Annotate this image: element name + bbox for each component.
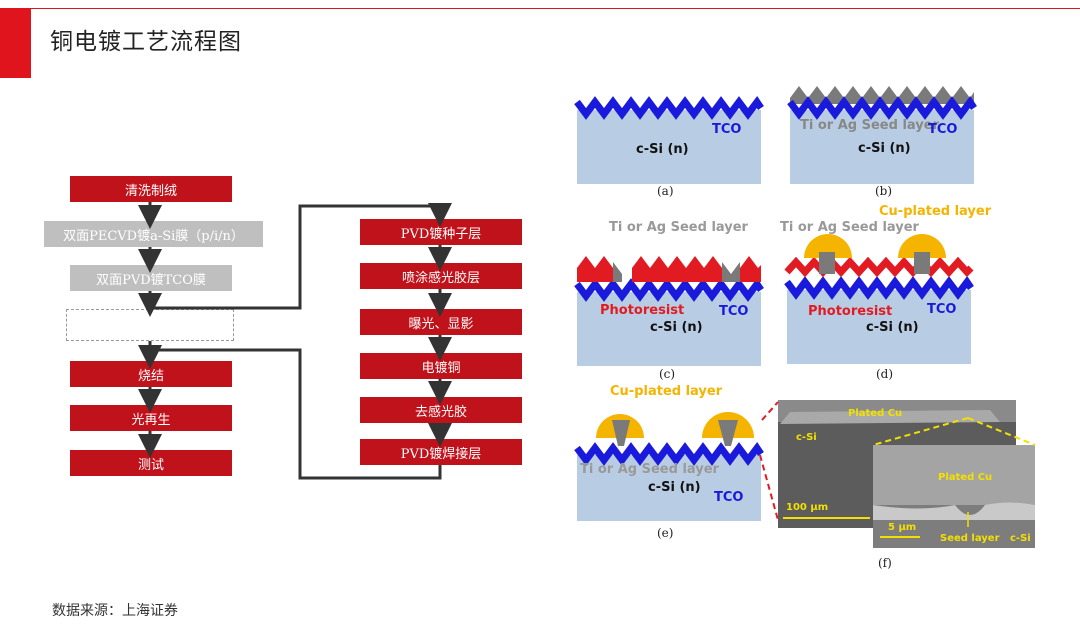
panel-a-caption: (a) bbox=[657, 184, 674, 198]
panel-e-csi-label: c-Si (n) bbox=[648, 480, 701, 495]
data-source: 数据来源：上海证券 bbox=[52, 603, 178, 619]
step-clean-texture: 清洗制绒 bbox=[70, 176, 232, 202]
panel-b-tco-label: TCO bbox=[928, 122, 958, 137]
panel-c-csi-label: c-Si (n) bbox=[650, 320, 703, 335]
panel-b-caption: (b) bbox=[875, 184, 893, 198]
panel-b-diagram bbox=[787, 86, 977, 184]
panel-c-seed-label: Ti or Ag Seed layer bbox=[609, 220, 748, 235]
panel-f-csi-top: c-Si bbox=[796, 432, 817, 443]
panel-b-csi-label: c-Si (n) bbox=[858, 141, 911, 156]
panel-f-caption: (f) bbox=[878, 556, 892, 570]
panel-f-plated-cu-zoom: Plated Cu bbox=[938, 472, 993, 483]
panel-d-caption: (d) bbox=[876, 367, 894, 381]
panel-b-seed-label: Ti or Ag Seed layer bbox=[800, 118, 939, 133]
panel-e-seed-label: Ti or Ag Seed layer bbox=[580, 462, 719, 477]
panel-e-diagram bbox=[574, 412, 764, 521]
panel-e-caption: (e) bbox=[657, 526, 674, 540]
panel-f-sem-image bbox=[759, 400, 1036, 548]
panel-d-csi-label: c-Si (n) bbox=[866, 320, 919, 335]
panel-f-plated-cu-top: Plated Cu bbox=[848, 408, 903, 419]
panel-f-scale-big: 100 µm bbox=[786, 502, 829, 513]
page-title: 铜电镀工艺流程图 bbox=[50, 29, 242, 55]
panel-f-csi-zoom: c-Si bbox=[1010, 533, 1031, 544]
step-spray-resist: 喷涂感光胶层 bbox=[360, 263, 522, 289]
panel-d-photoresist-label: Photoresist bbox=[808, 304, 893, 319]
panel-d-diagram bbox=[784, 234, 974, 364]
title-accent-bar bbox=[0, 8, 31, 78]
panel-a-diagram bbox=[574, 95, 764, 184]
title-rule bbox=[31, 8, 1080, 9]
panel-c-diagram bbox=[574, 256, 764, 366]
panel-a-csi-label: c-Si (n) bbox=[636, 142, 689, 157]
panel-d-cu-label: Cu-plated layer bbox=[879, 204, 992, 219]
panel-f-scale-small: 5 µm bbox=[888, 522, 917, 533]
panel-e-cu-label: Cu-plated layer bbox=[610, 384, 723, 399]
panel-e-tco-label: TCO bbox=[714, 490, 744, 505]
panel-c-caption: (c) bbox=[659, 367, 676, 381]
panel-d-tco-label: TCO bbox=[927, 302, 957, 317]
panel-d-seed-label: Ti or Ag Seed layer bbox=[780, 220, 919, 235]
panel-f-seed-label: Seed layer bbox=[940, 533, 1000, 544]
panel-c-tco-label: TCO bbox=[719, 304, 749, 319]
panel-a-tco-label: TCO bbox=[712, 122, 742, 137]
panel-c-photoresist-label: Photoresist bbox=[600, 303, 685, 318]
